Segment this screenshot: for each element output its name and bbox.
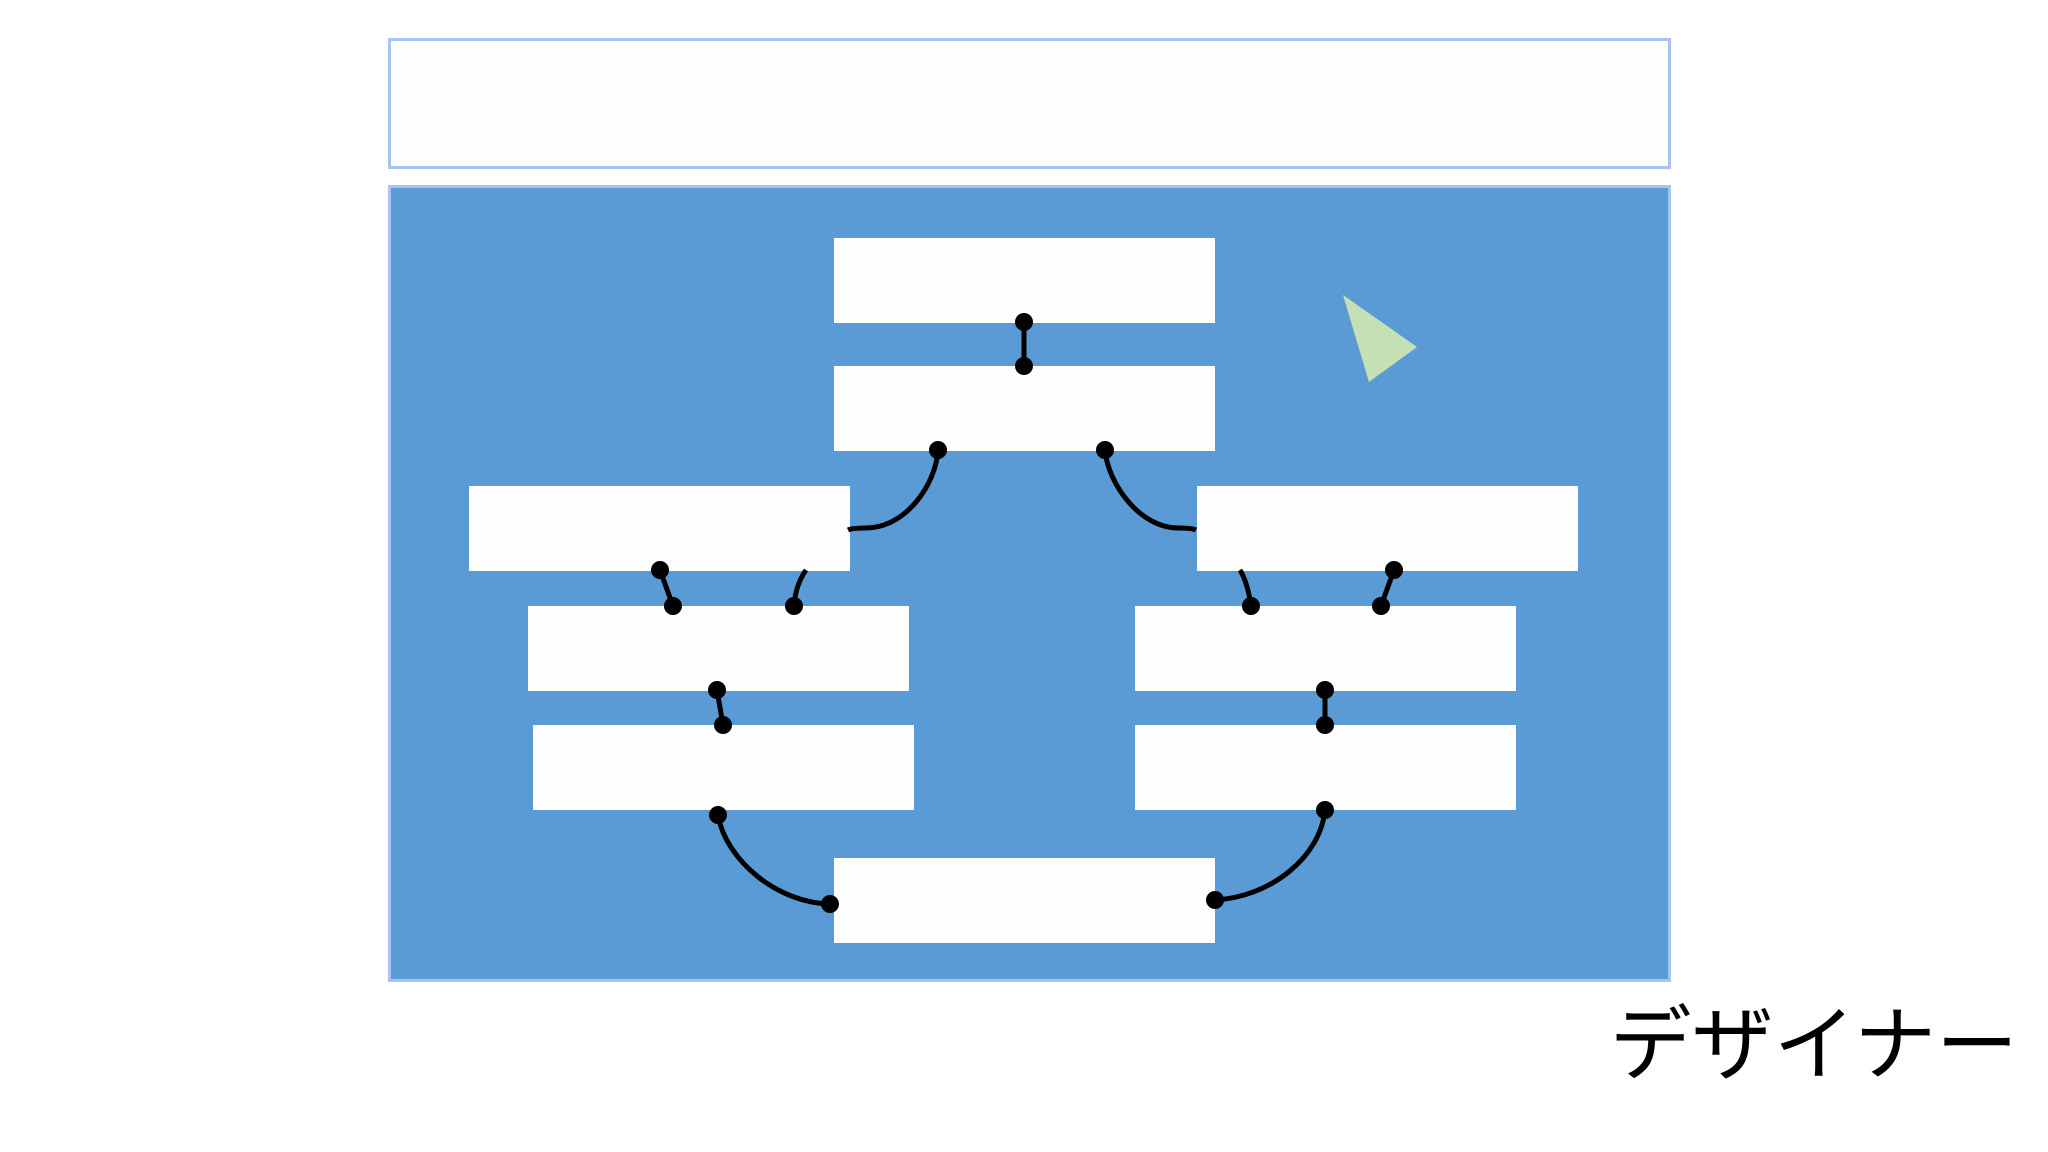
diagram-node[interactable] bbox=[533, 725, 914, 810]
connection-handle[interactable] bbox=[1372, 597, 1390, 615]
connection-handle[interactable] bbox=[1316, 716, 1334, 734]
connector-line[interactable] bbox=[1102, 449, 1198, 533]
designer-caption: デザイナー bbox=[1609, 998, 2018, 1093]
top-bar bbox=[388, 38, 1671, 169]
diagram-node[interactable] bbox=[834, 366, 1215, 451]
diagram-node[interactable] bbox=[528, 606, 909, 691]
connection-handle[interactable] bbox=[1242, 597, 1260, 615]
connection-handle[interactable] bbox=[664, 597, 682, 615]
diagram-node[interactable] bbox=[1135, 725, 1516, 810]
connection-handle[interactable] bbox=[651, 561, 669, 579]
connection-handle[interactable] bbox=[821, 895, 839, 913]
diagram-node[interactable] bbox=[469, 486, 850, 571]
connection-handle[interactable] bbox=[785, 597, 803, 615]
connection-handle[interactable] bbox=[1206, 891, 1224, 909]
connector-line[interactable] bbox=[846, 449, 941, 533]
connection-handle[interactable] bbox=[1015, 313, 1033, 331]
connection-handle[interactable] bbox=[1316, 801, 1334, 819]
connector-line[interactable] bbox=[715, 814, 831, 907]
connection-handle[interactable] bbox=[708, 681, 726, 699]
diagram-node[interactable] bbox=[834, 238, 1215, 323]
connection-handle[interactable] bbox=[929, 441, 947, 459]
connection-handle[interactable] bbox=[1316, 681, 1334, 699]
connection-handle[interactable] bbox=[1015, 357, 1033, 375]
diagram-node[interactable] bbox=[834, 858, 1215, 943]
diagram-node[interactable] bbox=[1135, 606, 1516, 691]
connection-handle[interactable] bbox=[1096, 441, 1114, 459]
connection-handle[interactable] bbox=[1385, 561, 1403, 579]
connector-line[interactable] bbox=[1214, 809, 1328, 903]
diagram-node[interactable] bbox=[1197, 486, 1578, 571]
pointer-icon bbox=[1343, 295, 1417, 382]
connection-handle[interactable] bbox=[709, 806, 727, 824]
connection-handle[interactable] bbox=[714, 716, 732, 734]
